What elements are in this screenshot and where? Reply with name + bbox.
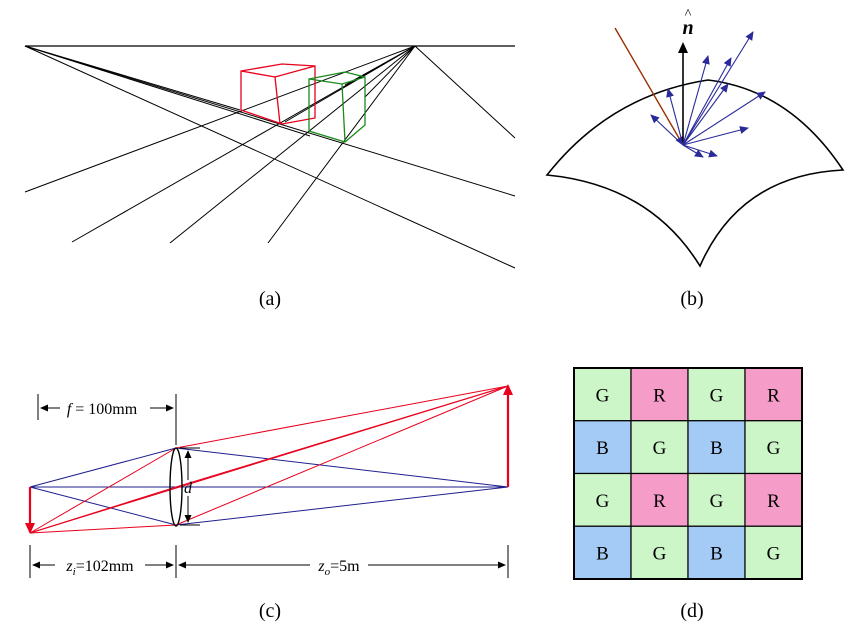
bayer-cell-label: B [710,544,723,565]
bayer-cell-g [744,420,803,475]
bayer-cell-label: G [596,491,610,512]
green-cube [308,71,366,143]
panel-a-perspective: (a) [24,45,516,310]
bayer-cell-g [630,420,689,475]
curved-surface-patch [545,79,845,268]
bayer-cell-label: G [710,385,724,406]
bayer-cell-label: G [653,544,667,565]
bayer-cell-label: G [596,385,610,406]
aperture-label: d [184,480,193,497]
bayer-cell-r [630,472,689,527]
bayer-cell-label: R [653,491,666,512]
bayer-cell-b [573,420,632,475]
bayer-grid-border [573,367,803,580]
reflected-rays [650,31,766,158]
caption-d: (d) [680,600,703,622]
caption-a: (a) [259,288,281,310]
bayer-cell-r [630,367,689,422]
panel-c-thin-lens: d f = 100mm zi=102mm zo=5m (c) [25,384,513,622]
normal-hat: ^ [685,7,692,22]
bayer-cell-g [573,472,632,527]
bayer-cell-label: B [710,438,723,459]
caption-c: (c) [259,600,281,622]
panel-d-bayer-grid: G R G R B G B G G R G R B G B G [573,367,803,580]
bayer-cell-label: R [767,385,780,406]
focal-length-label: f = 100mm [67,401,138,418]
bayer-cell-b [687,420,746,475]
bayer-cell-label: G [653,438,667,459]
bayer-cell-g [744,525,803,580]
bayer-cell-label: G [767,544,781,565]
caption-b: (b) [680,288,703,310]
bayer-cell-b [687,525,746,580]
red-cube [240,63,316,125]
bayer-cell-g [687,472,746,527]
object-distance-label: zo=5m [317,558,360,578]
bayer-cell-label: B [596,544,609,565]
red-rays [29,385,509,534]
bayer-cell-label: R [767,491,780,512]
thin-lens [169,447,183,527]
panel-b-reflection: ^ n (b) [545,7,845,310]
bayer-cell-label: G [767,438,781,459]
incident-ray [614,27,684,146]
bayer-cell-label: G [710,491,724,512]
blue-rays [29,447,509,526]
left-vanishing-lines [24,45,516,269]
bayer-cell-label: R [653,385,666,406]
bayer-cell-label: B [596,438,609,459]
normal-label: n [682,17,693,39]
bayer-cell-g [630,525,689,580]
bayer-cell-r [744,367,803,422]
image-distance-label: zi=102mm [65,558,134,578]
